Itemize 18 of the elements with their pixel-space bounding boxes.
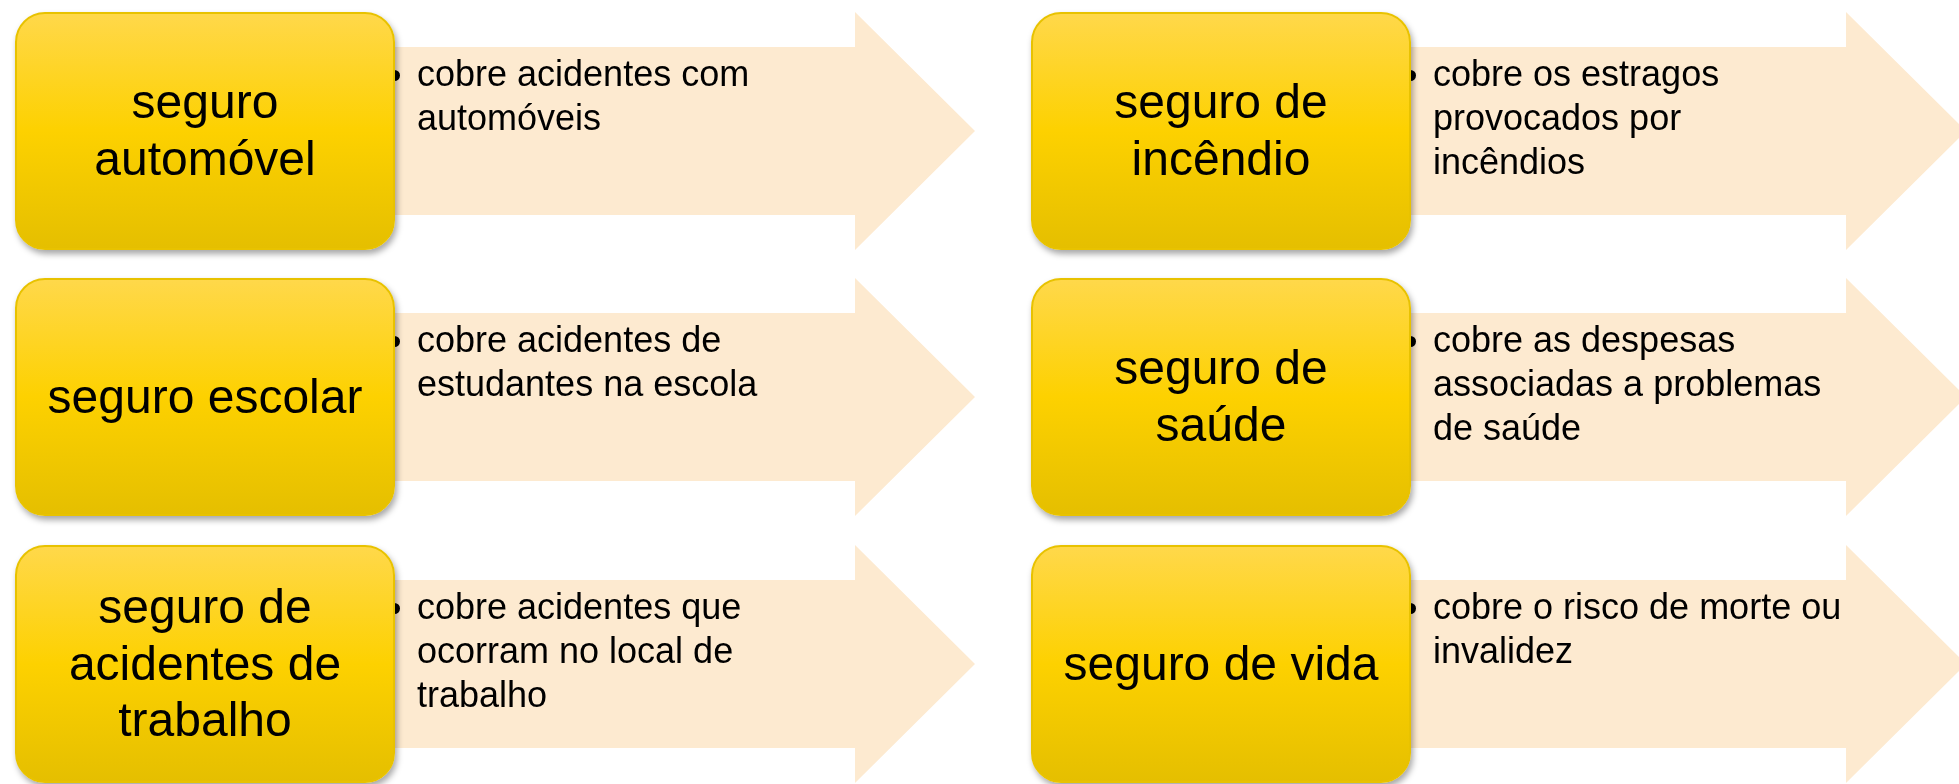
description-text: cobre acidentes de estudantes na escola bbox=[417, 318, 759, 406]
category-box bbox=[1031, 278, 1411, 516]
description-text: cobre acidentes com automóveis bbox=[417, 52, 751, 140]
description-text: cobre as despesas associadas a problemas de saúde bbox=[1433, 318, 1823, 450]
category-label: seguro escolar bbox=[46, 368, 364, 425]
category-box bbox=[15, 278, 395, 516]
category-label: seguro de saúde bbox=[1113, 340, 1329, 453]
description-text: cobre o risco de morte ou invalidez bbox=[1433, 585, 1843, 673]
description-text: cobre os estragos provocados por incêndios bbox=[1433, 52, 1721, 184]
category-label: seguro de acidentes de trabalho bbox=[67, 579, 343, 749]
description-text: cobre acidentes que ocorram no local de trabalho bbox=[417, 585, 743, 717]
category-label: seguro automóvel bbox=[93, 74, 317, 187]
category-label: seguro de incêndio bbox=[1113, 74, 1329, 187]
category-box bbox=[1031, 12, 1411, 250]
category-label: seguro de vida bbox=[1062, 635, 1380, 692]
category-box bbox=[15, 545, 395, 783]
category-box bbox=[15, 12, 395, 250]
category-box bbox=[1031, 545, 1411, 783]
